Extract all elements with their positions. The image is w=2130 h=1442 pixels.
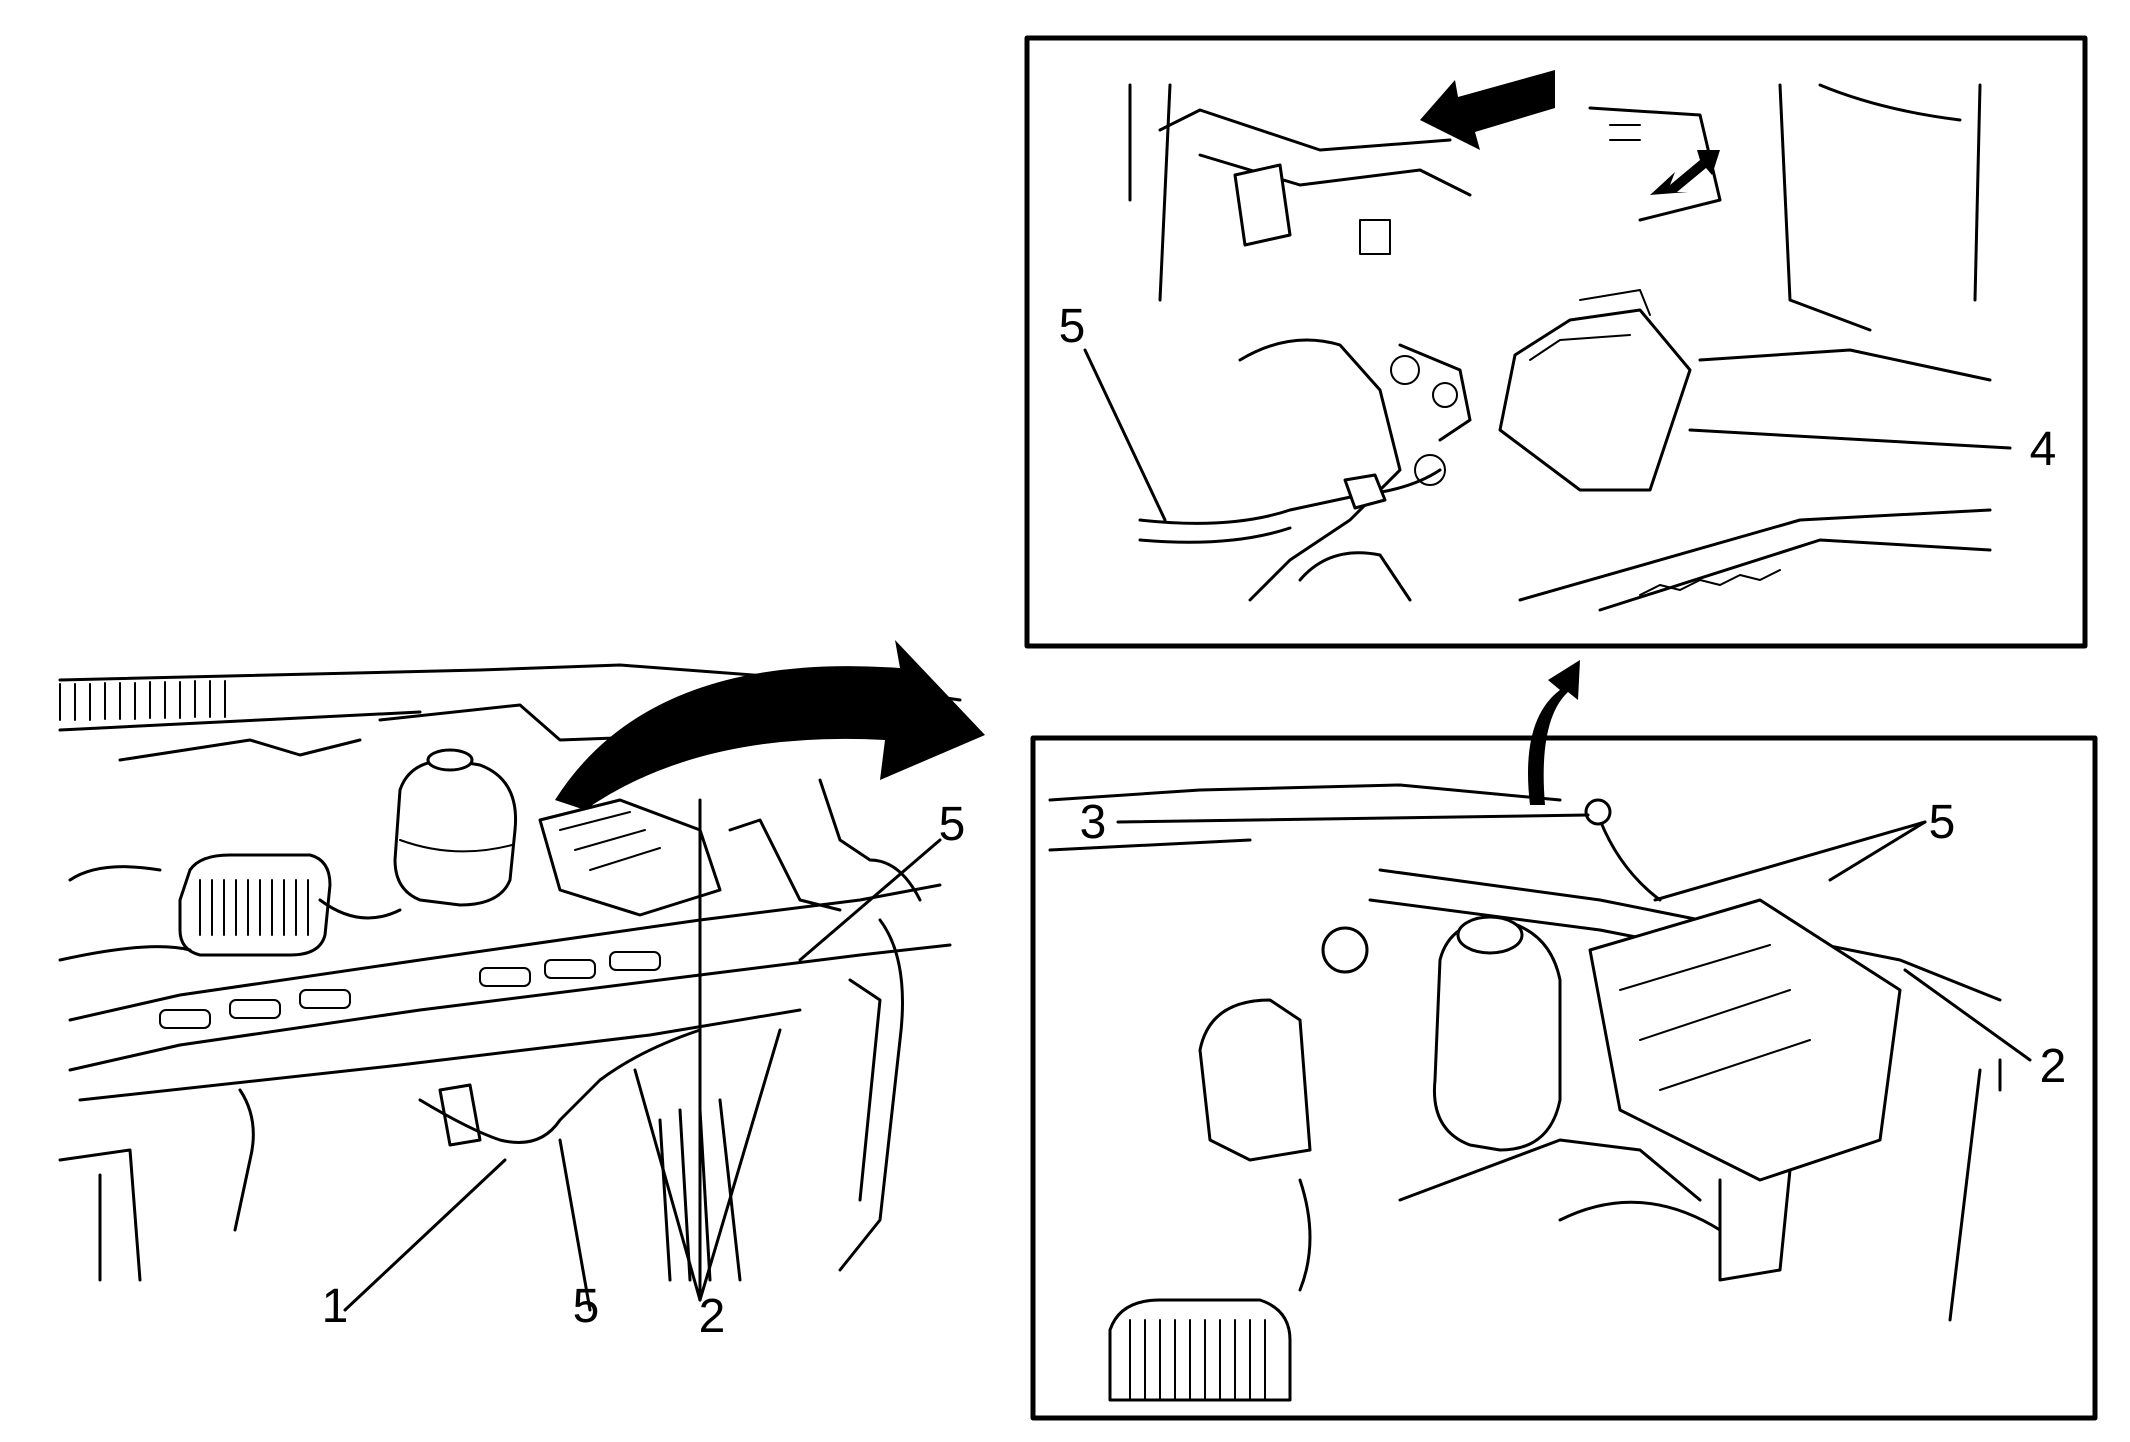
- callout-2: 2: [699, 1290, 726, 1343]
- callout-3: 3: [1080, 796, 1107, 849]
- brake-fluid-reservoir: [393, 748, 518, 907]
- air-intake: [178, 853, 332, 957]
- callout-5-bottom-inset: 5: [1929, 796, 1956, 849]
- curved-arrow-small: [1528, 660, 1580, 805]
- fuse-block-detail: [1588, 898, 1902, 1282]
- left-leader-lines: [343, 798, 942, 1312]
- detail-inset-bottom: [1030, 735, 2098, 1421]
- callout-1: 1: [322, 1280, 349, 1333]
- engine-bay-overview: [58, 663, 962, 1282]
- double-arrow-icon: [1650, 150, 1720, 195]
- fuse-block: [538, 798, 722, 917]
- cowl-vent-grille: [59, 680, 226, 721]
- fuse-block-cover: [1498, 289, 1692, 492]
- brake-reservoir-detail: [1432, 915, 1562, 1152]
- callout-5-top-inset: 5: [1059, 300, 1086, 353]
- curved-arrow-to-detail: [555, 640, 985, 810]
- detail-inset-top: [1024, 35, 2088, 649]
- callout-2-bottom-inset: 2: [2040, 1040, 2067, 1093]
- intake-grille-detail: [1108, 1298, 1292, 1402]
- callout-4: 4: [2030, 423, 2057, 476]
- direction-arrow-icon: [1420, 70, 1555, 150]
- callout-5-bottom: 5: [573, 1280, 600, 1333]
- callout-5-right: 5: [939, 798, 966, 851]
